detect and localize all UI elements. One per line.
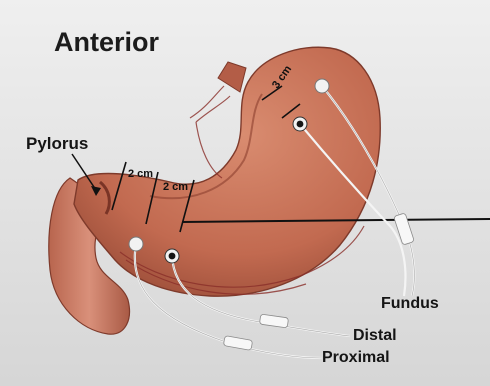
fundus-label: Fundus xyxy=(381,295,439,313)
proximal-electrode-white xyxy=(129,237,143,251)
diagram-title: Anterior xyxy=(54,27,159,58)
fundus-electrode-white xyxy=(315,79,329,93)
pylorus-label: Pylorus xyxy=(26,134,88,154)
proximal-label: Proximal xyxy=(322,349,390,367)
distal-label: Distal xyxy=(353,327,397,345)
antrum-spacing-label-1: 2 cm xyxy=(128,168,153,180)
antrum-spacing-label-2: 2 cm xyxy=(163,181,188,193)
